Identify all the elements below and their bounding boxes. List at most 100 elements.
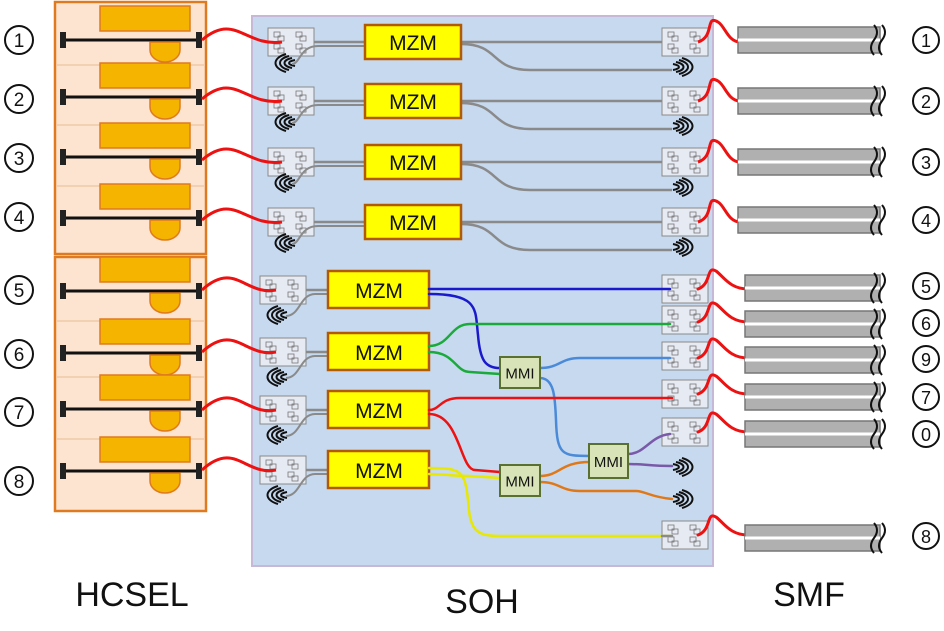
waveguide — [291, 165, 365, 185]
waveguide-purple — [626, 432, 672, 456]
number-text: 5 — [14, 281, 25, 302]
waveguide-orange — [538, 480, 674, 501]
hcsel-label: HCSEL — [75, 576, 188, 614]
fiber-4 — [737, 204, 886, 236]
laser-lens — [149, 98, 181, 120]
number-circle — [4, 143, 34, 173]
laser-end-left — [60, 345, 66, 361]
waveguide-blue — [427, 292, 502, 370]
bond-wire-out — [696, 301, 750, 324]
number-circle — [912, 522, 940, 550]
right-number-8: 7 — [912, 383, 940, 411]
fiber-break — [878, 344, 886, 376]
bond-wire-out — [696, 411, 750, 434]
waveguide — [285, 355, 328, 379]
laser-end-left — [60, 89, 66, 105]
laser-end-right — [196, 32, 202, 48]
right-number-5: 5 — [912, 272, 940, 300]
laser-end-left — [60, 401, 66, 417]
fiber-break — [870, 272, 878, 304]
number-circle — [912, 26, 940, 54]
channel-3: MZM — [201, 138, 741, 197]
mzm-label: MZM — [355, 400, 403, 423]
number-text: 7 — [921, 388, 931, 408]
number-circle — [912, 345, 940, 373]
mzm-label: MZM — [355, 280, 403, 303]
fiber-break — [870, 418, 878, 450]
laser-lens — [149, 41, 181, 63]
mzm-label: MZM — [389, 152, 437, 175]
laser-end-left — [60, 283, 66, 299]
bond-wire-out — [697, 18, 741, 44]
laser-chip — [99, 5, 191, 32]
mzm-label: MZM — [389, 32, 437, 55]
left-number-5: 5 — [4, 275, 34, 305]
mzm-box — [326, 269, 431, 310]
left-number-3: 3 — [4, 143, 34, 173]
number-text: 8 — [921, 527, 931, 547]
channel-2: MZM — [201, 77, 741, 136]
fiber-break — [878, 272, 886, 304]
channel-8: MZM — [200, 449, 431, 505]
waveguide — [291, 225, 365, 245]
fiber-3 — [737, 146, 886, 178]
fiber-5 — [744, 272, 886, 304]
fiber-break — [870, 24, 878, 56]
fiber-1 — [737, 24, 886, 56]
waveguide — [285, 473, 328, 497]
bond-wire-in — [200, 276, 277, 293]
number-circle — [4, 466, 34, 496]
number-circle — [912, 272, 940, 300]
channel-4: MZM — [201, 198, 741, 257]
number-text: 0 — [921, 425, 931, 445]
bond-wire-out — [696, 373, 750, 396]
waveguide-lightblue — [538, 356, 672, 370]
mzm-label: MZM — [389, 212, 437, 235]
mzm-label: MZM — [355, 342, 403, 365]
fiber-6 — [744, 308, 886, 340]
mzm-label: MZM — [389, 91, 437, 114]
waveguide-purple — [626, 462, 674, 468]
fiber-break — [870, 522, 878, 554]
number-text: 6 — [921, 314, 931, 334]
mzm-box — [363, 23, 463, 61]
number-text: 1 — [14, 31, 25, 52]
channel-1: MZM — [201, 18, 741, 77]
laser-3 — [57, 122, 204, 180]
channel-6: MZM — [200, 331, 431, 387]
waveguide — [460, 162, 672, 192]
laser-4 — [57, 183, 204, 241]
laser-lens — [149, 354, 181, 376]
number-circle — [912, 206, 940, 234]
laser-chip — [99, 256, 191, 283]
number-text: 3 — [921, 153, 931, 173]
right-number-1: 1 — [912, 26, 940, 54]
fiber-2 — [737, 85, 886, 117]
bond-wire-in — [201, 207, 283, 224]
left-number-8: 8 — [4, 466, 34, 496]
laser-6 — [57, 318, 204, 376]
left-number-6: 6 — [4, 339, 34, 369]
mzm-label: MZM — [355, 460, 403, 483]
number-text: 2 — [14, 90, 25, 111]
laser-end-left — [60, 32, 66, 48]
waveguide-red — [427, 396, 674, 412]
laser-end-right — [196, 401, 202, 417]
mmi-box — [499, 464, 541, 497]
waveguide-red — [427, 412, 502, 474]
waveguide-green — [427, 322, 672, 348]
number-circle — [4, 84, 34, 114]
laser-chip — [99, 62, 191, 89]
fiber-break — [878, 308, 886, 340]
fiber-break — [878, 381, 886, 413]
laser-chip — [99, 318, 191, 345]
fiber-break — [870, 381, 878, 413]
fiber-10 — [744, 522, 886, 554]
bond-wire-in — [201, 86, 283, 103]
number-text: 5 — [921, 277, 931, 297]
laser-end-left — [60, 149, 66, 165]
number-text: 2 — [921, 92, 931, 112]
mmi-label: MMI — [505, 366, 534, 383]
